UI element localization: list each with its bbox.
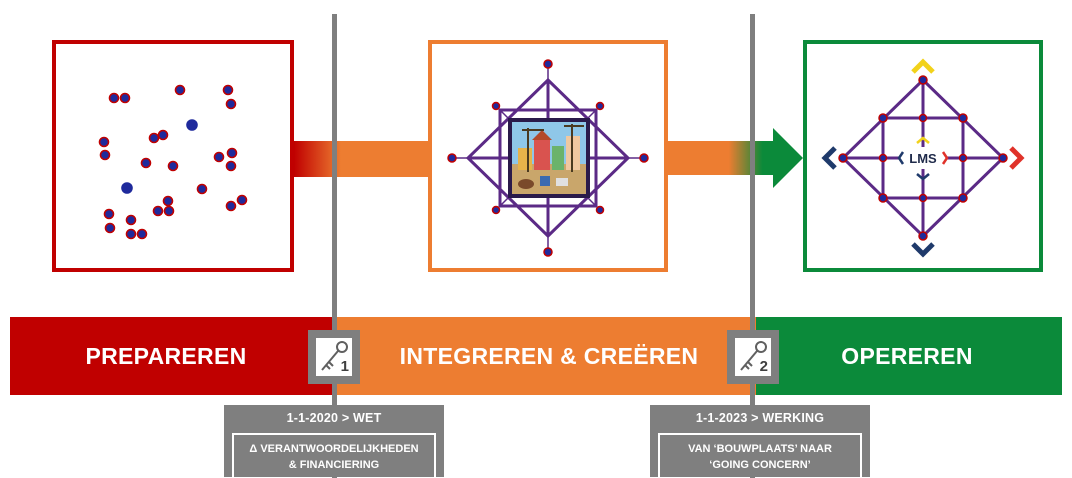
phase-label-text: PREPAREREN xyxy=(85,342,247,369)
phase-label-prepareren: PREPAREREN xyxy=(10,317,332,395)
milestone-line-2 xyxy=(750,14,755,478)
milestone-line-1 xyxy=(332,14,337,478)
description-line: & FINANCIERING xyxy=(288,459,380,471)
chevron-down-icon xyxy=(911,242,935,258)
milestone-key-1: 1 xyxy=(308,330,360,384)
chevron-up-icon xyxy=(911,58,935,74)
integreren-box xyxy=(428,40,668,272)
milestone-date: 1-1-2020 > WET xyxy=(286,411,382,425)
milestone-key-2: 2 xyxy=(727,330,779,384)
network-diamond-graphic xyxy=(447,59,649,257)
flow-arrow-orange-green xyxy=(668,128,803,188)
chevron-right-icon xyxy=(1009,146,1025,170)
phase-label-opereren: OPEREREN xyxy=(756,317,1062,395)
phase-label-integreren: INTEGREREN & CREËREN xyxy=(332,317,756,395)
flow-arrow-red-orange xyxy=(294,141,428,177)
opereren-box: LMS xyxy=(803,40,1043,272)
scattered-dots-graphic xyxy=(98,84,248,240)
prepareren-box xyxy=(52,40,294,272)
milestone-description: VAN ‘BOUWPLAATS’ NAAR ‘GOING CONCERN’ xyxy=(658,433,862,477)
key-number: 2 xyxy=(759,358,768,375)
milestone-description: Δ VERANTWOORDELIJKHEDEN & FINANCIERING xyxy=(232,433,436,477)
key-icon xyxy=(740,341,767,371)
construction-illustration xyxy=(508,118,590,198)
lms-logo-text: LMS xyxy=(909,151,937,166)
key-number: 1 xyxy=(340,358,349,375)
phase-label-text: OPEREREN xyxy=(841,342,973,369)
milestone-info-1: 1-1-2020 > WET Δ VERANTWOORDELIJKHEDEN &… xyxy=(224,405,444,477)
description-line: VAN ‘BOUWPLAATS’ NAAR xyxy=(688,443,832,455)
phase-label-text: INTEGREREN & CREËREN xyxy=(399,342,699,369)
lms-network-graphic: LMS xyxy=(821,58,1025,258)
key-icon xyxy=(321,341,348,371)
description-line: Δ VERANTWOORDELIJKHEDEN xyxy=(249,443,419,455)
chevron-left-icon xyxy=(821,146,837,170)
milestone-date: 1-1-2023 > WERKING xyxy=(695,411,825,425)
milestone-info-2: 1-1-2023 > WERKING VAN ‘BOUWPLAATS’ NAAR… xyxy=(650,405,870,477)
description-line: ‘GOING CONCERN’ xyxy=(709,459,811,471)
